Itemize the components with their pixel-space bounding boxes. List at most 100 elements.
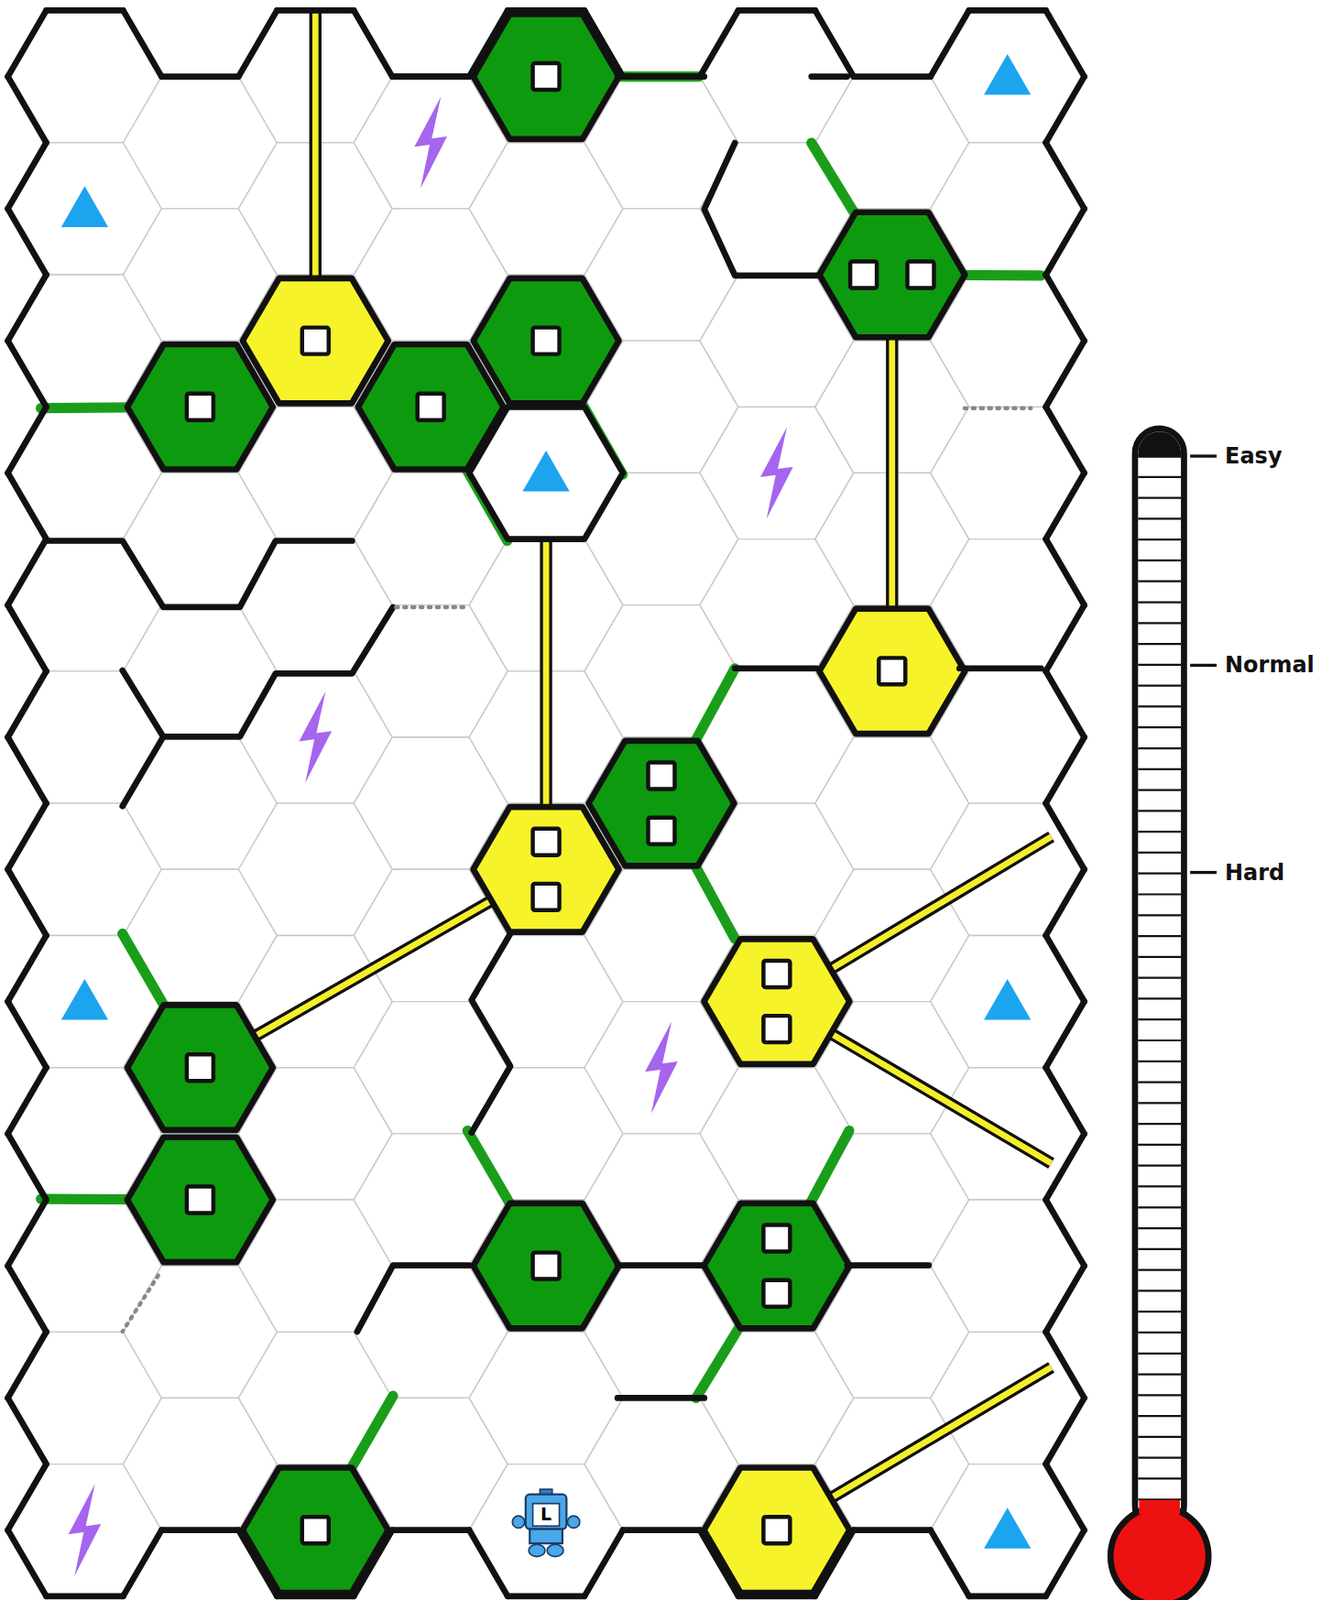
green-hex: [703, 1203, 850, 1329]
green-hex: [127, 344, 273, 470]
board-border: [238, 1530, 277, 1597]
tick-mark: [1137, 538, 1181, 541]
robot-foot: [546, 1544, 564, 1557]
board-border: [1046, 1464, 1085, 1531]
board-border: [699, 10, 739, 77]
tick-mark: [1137, 1248, 1181, 1251]
tick-mark: [1137, 997, 1181, 1000]
difficulty-label: Hard: [1224, 862, 1285, 885]
board-border: [1046, 1134, 1085, 1201]
robot-arm: [512, 1516, 525, 1529]
board-border: [8, 539, 47, 606]
square-slot: [302, 327, 329, 355]
wall: [471, 933, 511, 1133]
triangle-icon: [983, 979, 1031, 1021]
robot-screen: [533, 1504, 560, 1528]
wall-layer: [8, 10, 1085, 1596]
tick-mark: [1137, 1415, 1181, 1418]
level-dash: [1190, 871, 1217, 874]
square-slot: [186, 1054, 214, 1081]
board-border: [815, 1530, 854, 1597]
board-border: [1046, 1068, 1085, 1135]
tick-mark: [1137, 1310, 1181, 1313]
board-border: [969, 1593, 1047, 1600]
square-slot: [648, 763, 676, 790]
triangle-icon: [522, 450, 569, 492]
link-layer: [41, 10, 1052, 1531]
wall: [45, 541, 352, 608]
tick-mark: [1137, 935, 1181, 938]
tick-mark: [1137, 705, 1181, 708]
board-border: [353, 1530, 393, 1597]
board-border: [8, 1530, 47, 1597]
board-border: [8, 1332, 47, 1398]
yellow-hex: [703, 938, 850, 1064]
board-border: [276, 7, 354, 14]
square-slot: [417, 393, 445, 421]
square-slot: [533, 884, 560, 911]
board-border: [469, 1530, 508, 1597]
board-border: [8, 869, 47, 936]
board-border: [1046, 274, 1085, 341]
lightning-icon: [644, 1022, 678, 1114]
outlined-hex: [469, 406, 623, 539]
board-border: [8, 142, 47, 209]
tick-mark: [1137, 1060, 1181, 1063]
tick-mark: [1137, 664, 1181, 666]
tick-mark: [1137, 600, 1181, 603]
board-border: [392, 73, 470, 80]
tick-mark: [1137, 1227, 1181, 1230]
robot-figure: [512, 1489, 580, 1558]
tick-mark: [1137, 788, 1181, 791]
level-dash: [1190, 664, 1217, 667]
tick-mark: [1137, 685, 1181, 688]
square-slot: [850, 262, 877, 289]
square-slot: [763, 1517, 790, 1544]
board-border: [8, 1397, 47, 1464]
board-border: [8, 10, 47, 77]
board-border: [1046, 1397, 1085, 1464]
tick-mark: [1137, 1477, 1181, 1480]
tick-mark: [1137, 1457, 1181, 1460]
tick-mark: [1137, 1123, 1181, 1125]
board-border: [122, 1530, 162, 1597]
board-border: [1046, 340, 1085, 407]
tick-mark: [1137, 1269, 1181, 1272]
board-border: [584, 1530, 623, 1597]
wall: [704, 142, 818, 276]
board-border: [1046, 1002, 1085, 1069]
level-dash: [1190, 454, 1217, 458]
green-hex: [589, 741, 735, 866]
tick-mark: [1137, 517, 1181, 520]
board-border: [8, 1134, 47, 1201]
board-border: [8, 935, 47, 1002]
board-border: [853, 1527, 931, 1534]
board-border: [1046, 406, 1085, 473]
board-border: [1046, 1332, 1085, 1398]
tick-mark: [1137, 1080, 1181, 1083]
square-slot: [763, 1225, 790, 1253]
green-hex: [473, 1203, 620, 1329]
board-border: [738, 7, 816, 14]
square-slot: [907, 262, 935, 289]
thermometer: [1110, 428, 1217, 1600]
robot-body: [529, 1529, 563, 1545]
tick-mark: [1137, 1289, 1181, 1292]
square-slot: [186, 1186, 214, 1213]
tick-mark: [1137, 1165, 1181, 1168]
tick-mark: [1137, 1373, 1181, 1376]
board-border: [815, 10, 854, 77]
tick-mark: [1137, 809, 1181, 812]
board-border: [8, 1266, 47, 1332]
board-border: [46, 7, 124, 14]
green-hex: [127, 1004, 273, 1130]
hex-layer: [127, 13, 965, 1594]
tick-mark: [1137, 1206, 1181, 1209]
square-slot: [186, 393, 214, 421]
tick-mark: [1137, 726, 1181, 729]
board-border: [930, 10, 970, 77]
square-slot: [533, 829, 560, 856]
board-border: [353, 10, 393, 77]
grid-cell: [930, 1464, 1085, 1597]
grid-layer: [8, 10, 1085, 1596]
